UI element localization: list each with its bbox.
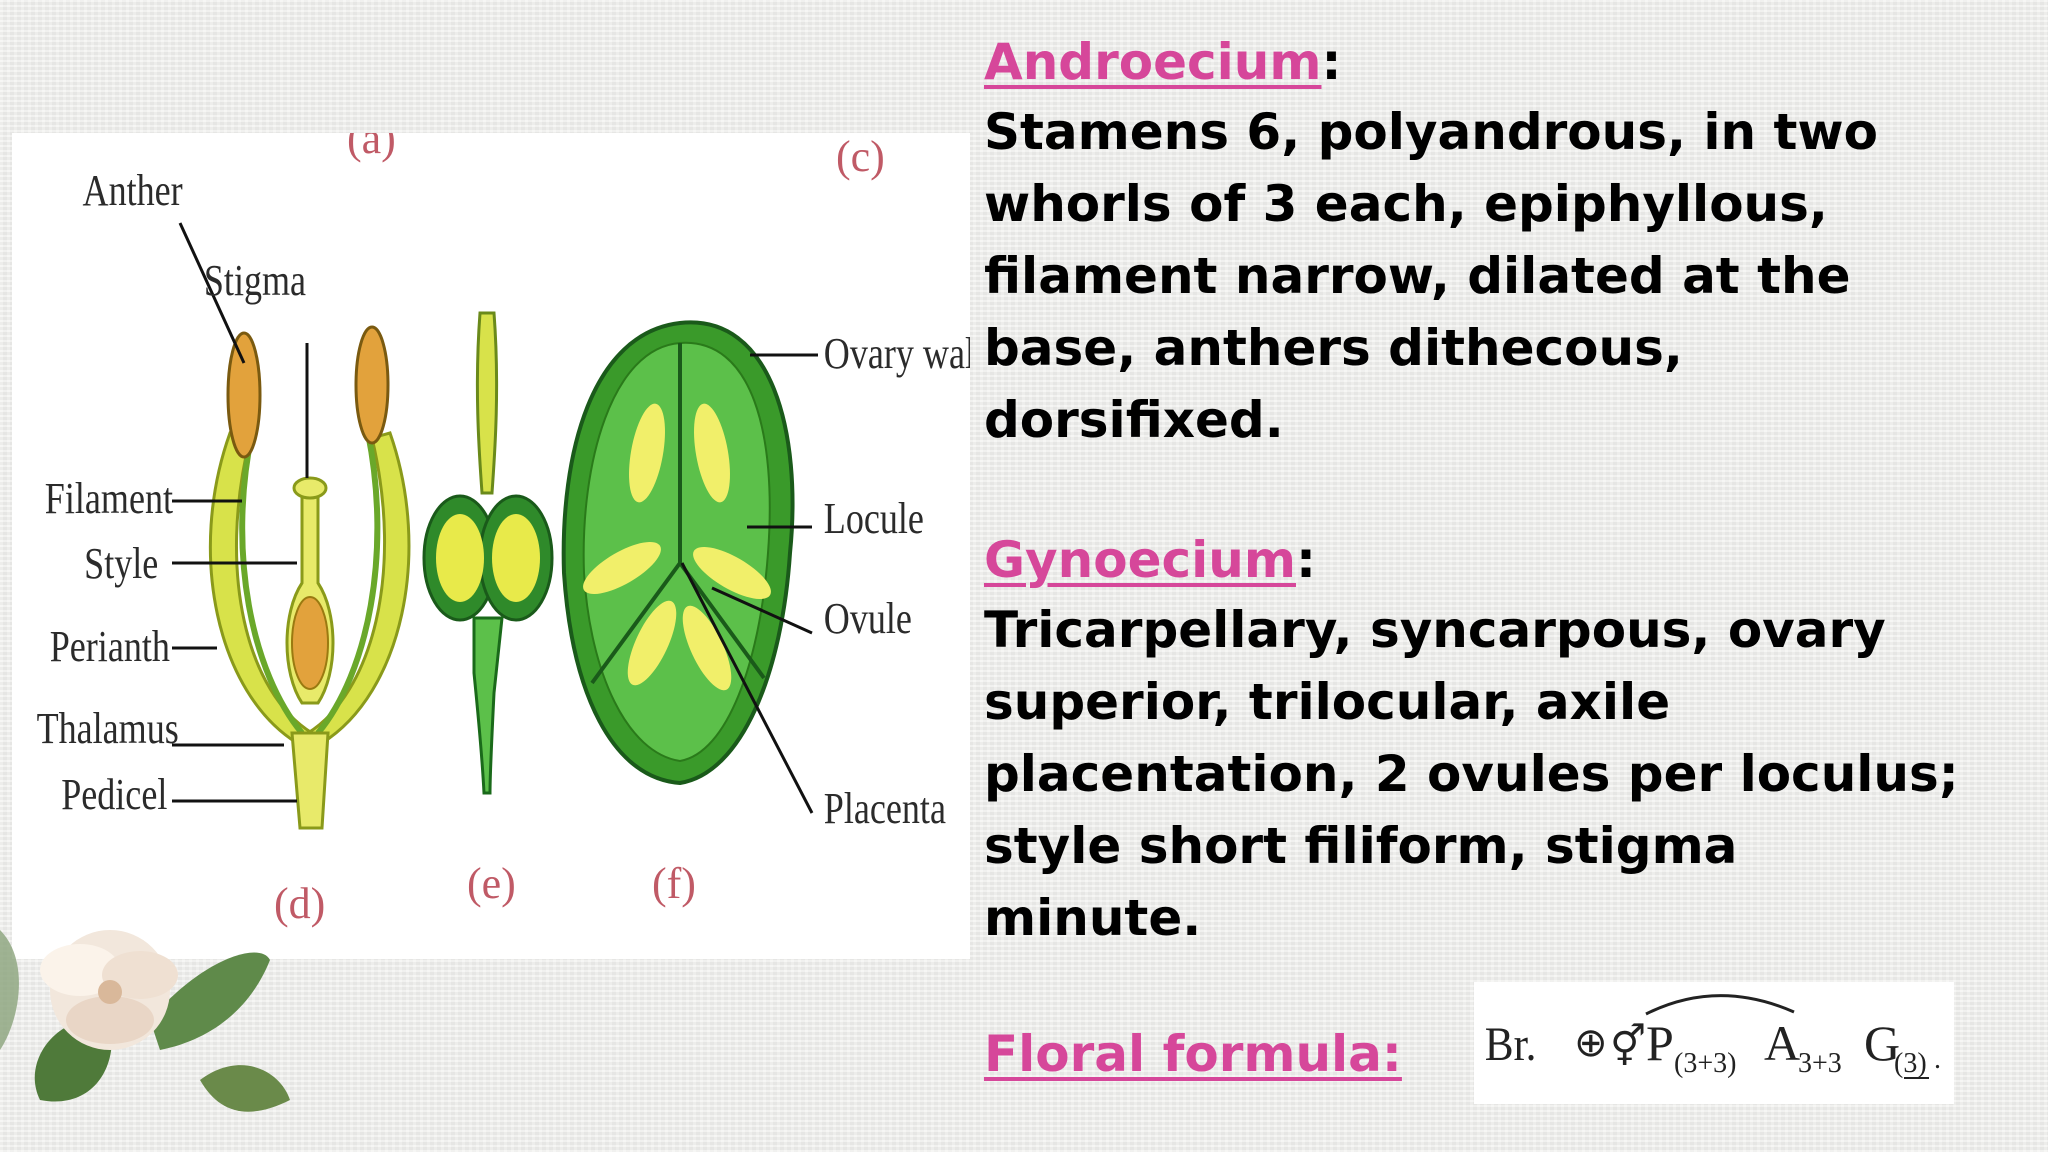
ovule xyxy=(629,403,665,503)
ovule xyxy=(583,542,661,594)
androecium-line: filament narrow, dilated at the xyxy=(984,247,1851,305)
label-stigma: Stigma xyxy=(204,256,306,305)
label-locule: Locule xyxy=(824,494,924,543)
gynoecium-line: minute. xyxy=(984,889,1202,947)
sublabel-a: (a) xyxy=(347,133,396,163)
label-pedicel: Pedicel xyxy=(61,770,167,819)
androecium-line: base, anthers dithecous, xyxy=(984,319,1683,377)
ovule xyxy=(682,605,732,691)
label-anther: Anther xyxy=(83,166,184,215)
leader-lines-f xyxy=(680,353,818,814)
formula-g-sub: (3) xyxy=(1894,1048,1927,1079)
sublabel-c: (c) xyxy=(836,133,885,181)
ovule xyxy=(627,600,677,686)
formula-g: G xyxy=(1864,1015,1900,1071)
label-ovule: Ovule xyxy=(824,594,912,643)
anther-left xyxy=(226,331,262,459)
gynoecium-line: superior, trilocular, axile xyxy=(984,673,1671,731)
flower-section-d xyxy=(208,325,411,830)
label-thalamus: Thalamus xyxy=(37,704,179,753)
decorative-flower-icon xyxy=(0,930,290,1112)
description-column: Androecium: Stamens 6, polyandrous, in t… xyxy=(984,28,2024,1088)
floral-formula-title: Floral formula: xyxy=(984,1025,1402,1083)
gynoecium-line: style short filiform, stigma xyxy=(984,817,1738,875)
ovary-section-f xyxy=(561,320,795,786)
gynoecium-line: placentation, 2 ovules per loculus; xyxy=(984,745,1959,803)
androecium-text: Stamens 6, polyandrous, in two whorls of… xyxy=(984,96,2024,456)
gynoecium-title: Gynoecium xyxy=(984,531,1296,589)
formula-a-sub: 3+3 xyxy=(1798,1048,1842,1079)
sublabel-d: (d) xyxy=(274,879,325,928)
androecium-line: Stamens 6, polyandrous, in two xyxy=(984,103,1878,161)
gynoecium-heading: Gynoecium: xyxy=(984,531,1316,589)
floral-formula-heading: Floral formula: xyxy=(984,1020,2024,1088)
label-style: Style xyxy=(84,539,158,588)
androecium-heading: Androecium: xyxy=(984,33,1342,91)
leader-lines-d xyxy=(172,222,309,803)
formula-a: A xyxy=(1764,1015,1800,1071)
actinomorphic-icon: ⊕ xyxy=(1574,1020,1608,1065)
label-ovary-wall: Ovary wall xyxy=(824,329,970,378)
formula-p-sub: (3+3) xyxy=(1674,1048,1736,1079)
ovule xyxy=(694,403,730,503)
formula-end: . xyxy=(1934,1044,1941,1075)
formula-br: Br. xyxy=(1485,1017,1537,1071)
diagram-panel: (a) (c) xyxy=(12,133,970,959)
floral-formula: Br. ⊕ ⚥ P (3+3) A 3+3 G (3) . xyxy=(1485,994,1941,1079)
anther-right xyxy=(354,325,390,445)
sublabel-f: (f) xyxy=(652,859,696,908)
androecium-title: Androecium xyxy=(984,33,1322,91)
androecium-line: dorsifixed. xyxy=(984,391,1284,449)
androecium-line: whorls of 3 each, epiphyllous, xyxy=(984,175,1828,233)
sublabel-e: (e) xyxy=(467,859,516,908)
label-perianth: Perianth xyxy=(50,622,170,671)
label-placenta: Placenta xyxy=(824,784,946,833)
label-filament: Filament xyxy=(45,474,173,523)
formula-p: P xyxy=(1646,1015,1674,1071)
pistil-e xyxy=(422,311,554,795)
ovule xyxy=(693,547,771,599)
floral-formula-box: Br. ⊕ ⚥ P (3+3) A 3+3 G (3) . xyxy=(1474,982,1954,1104)
flower-diagram: (a) (c) xyxy=(37,133,970,928)
gynoecium-text: Tricarpellary, syncarpous, ovary superio… xyxy=(984,594,2024,954)
gynoecium-line: Tricarpellary, syncarpous, ovary xyxy=(984,601,1886,659)
bisexual-icon: ⚥ xyxy=(1610,1023,1646,1069)
